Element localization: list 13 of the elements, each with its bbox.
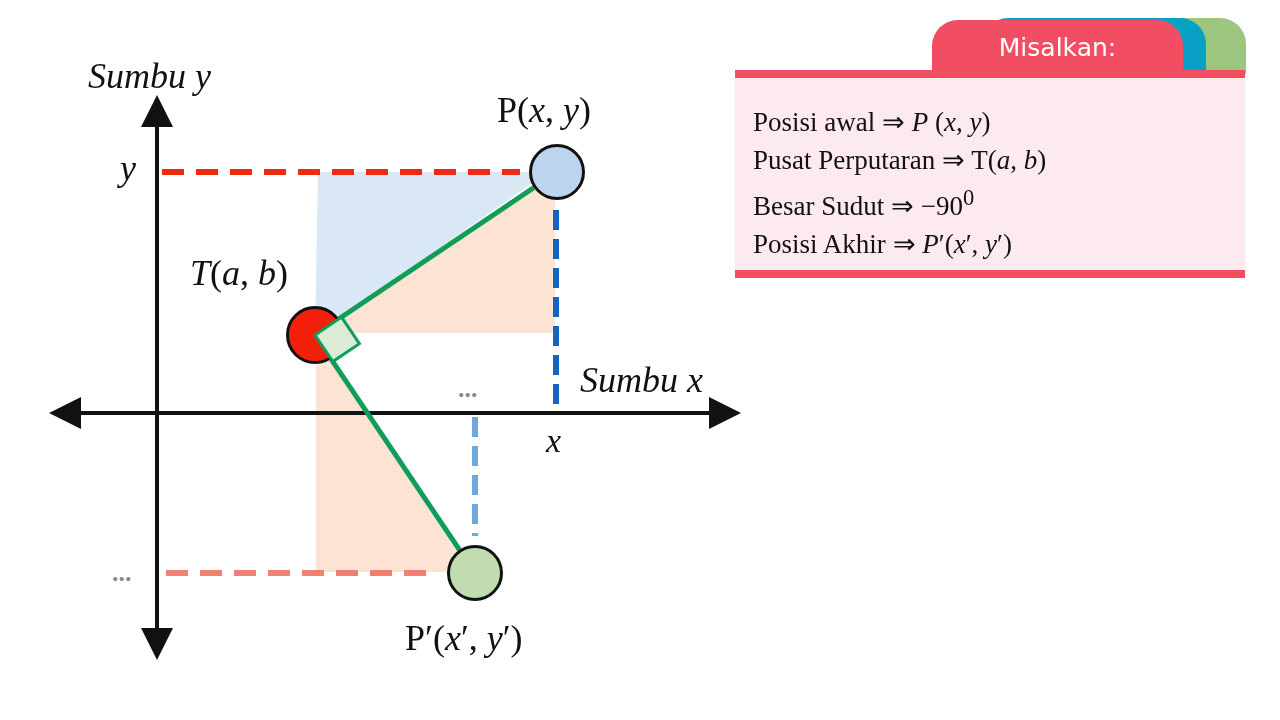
ellipsis-label: ...: [458, 376, 478, 402]
note-line: Besar Sudut ⇒ −90$^{0}$: [753, 184, 976, 223]
axis-label: x: [546, 424, 562, 458]
note-line: Posisi awal ⇒ P (x, y): [753, 106, 992, 139]
axis-label: Sumbu x: [580, 362, 703, 398]
point-label: P(x, y): [497, 92, 591, 128]
point-label: T(a, b): [190, 255, 289, 291]
point-label: P′(x′, y′): [405, 620, 523, 656]
note-line: Pusat Perputaran ⇒ T(a, b): [753, 144, 1048, 177]
connector-line: [337, 185, 536, 321]
ellipsis-label: ...: [112, 560, 132, 586]
axis-label: Sumbu y: [88, 58, 211, 94]
note-line: Posisi Akhir ⇒ P′(x′, y′): [753, 228, 1013, 261]
